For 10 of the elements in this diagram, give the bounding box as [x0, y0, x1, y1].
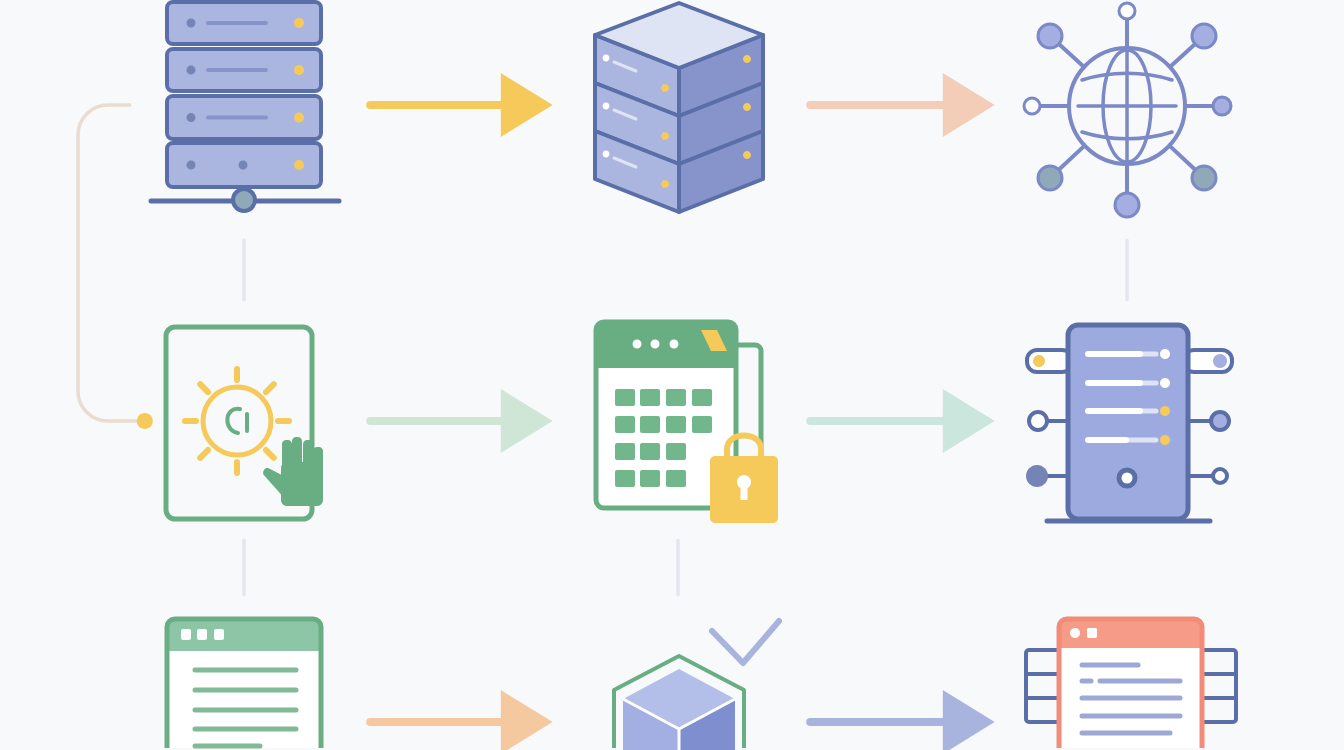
document-table-icon: [1024, 616, 1238, 748]
gear-hand-icon: [163, 324, 323, 522]
calendar-lock-icon: [593, 319, 778, 523]
server-stack-icon: [593, 1, 765, 214]
document-window-icon: [164, 616, 324, 749]
server-tower-icon: [1025, 322, 1234, 524]
server-rack-icon: [148, 0, 342, 213]
cube-check-icon: [612, 618, 782, 750]
elbow-connector: [76, 103, 153, 429]
globe-network-icon: [1022, 1, 1233, 219]
